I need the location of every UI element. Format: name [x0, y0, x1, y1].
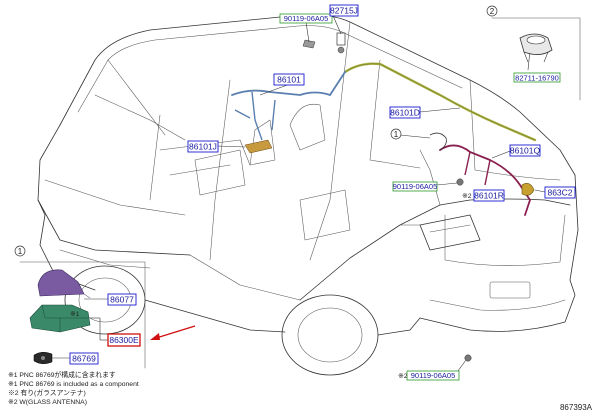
note-line-1: ※1 PNC 86769が構成に含まれます — [8, 370, 116, 379]
star1-mark: ※1 — [70, 311, 80, 318]
label-86101R[interactable]: 86101R — [474, 190, 504, 200]
label-86101Q[interactable]: 86101Q — [510, 145, 541, 155]
label-863C2[interactable]: 863C2 — [547, 187, 572, 197]
front-harness-blue — [231, 71, 346, 141]
label-86101D[interactable]: 86101D — [390, 107, 420, 117]
detail-1-group: 1 ※1 — [14, 245, 196, 369]
antenna-cover-shape — [37, 269, 85, 297]
label-90119-06A05-top[interactable]: 90119-06A05 — [284, 14, 328, 23]
footnotes: ※1 PNC 86769が構成に含まれます ※1 PNC 86769 is in… — [8, 370, 139, 406]
detail-2-group: 2 82711-16790 — [486, 5, 581, 101]
star2-mark-bottom: ※2 — [398, 373, 408, 380]
note-line-2: ※1 PNC 86769 is included as a component — [8, 381, 139, 388]
label-86101J[interactable]: 86101J — [189, 141, 217, 151]
label-86300E[interactable]: 86300E — [109, 335, 139, 345]
label-86769[interactable]: 86769 — [72, 353, 96, 363]
callout-circle-1-left — [14, 245, 26, 257]
label-86101-top[interactable]: 86101 — [277, 74, 301, 84]
note-line-4: ※2 W(GLASS ANTENNA) — [8, 399, 87, 406]
clip-parts — [302, 32, 535, 362]
vehicle-outline — [37, 14, 579, 376]
label-90119-06A05-mid[interactable]: 90119-06A05 — [393, 182, 437, 191]
label-82715J[interactable]: 82715J — [330, 5, 358, 15]
callout-circle-2 — [486, 5, 498, 17]
label-82711-16790[interactable]: 82711-16790 — [515, 74, 559, 83]
callout-circle-1-car — [390, 128, 402, 140]
rear-harness-maroon — [439, 144, 531, 216]
roof-harness-green — [343, 62, 537, 142]
note-line-3: ※2 有り(ガラスアンテナ) — [8, 388, 86, 397]
callout-2-text: 2 — [490, 7, 495, 16]
dash-connector-orange — [244, 139, 273, 154]
star2-mark: ※2 — [462, 193, 472, 200]
callout-1-left-text: 1 — [18, 247, 23, 256]
figure-code: 867393A — [560, 403, 593, 412]
label-90119-06A05-bot[interactable]: 90119-06A05 — [411, 371, 455, 380]
callout-1-car-text: 1 — [394, 130, 399, 139]
label-86077[interactable]: 86077 — [110, 294, 134, 304]
